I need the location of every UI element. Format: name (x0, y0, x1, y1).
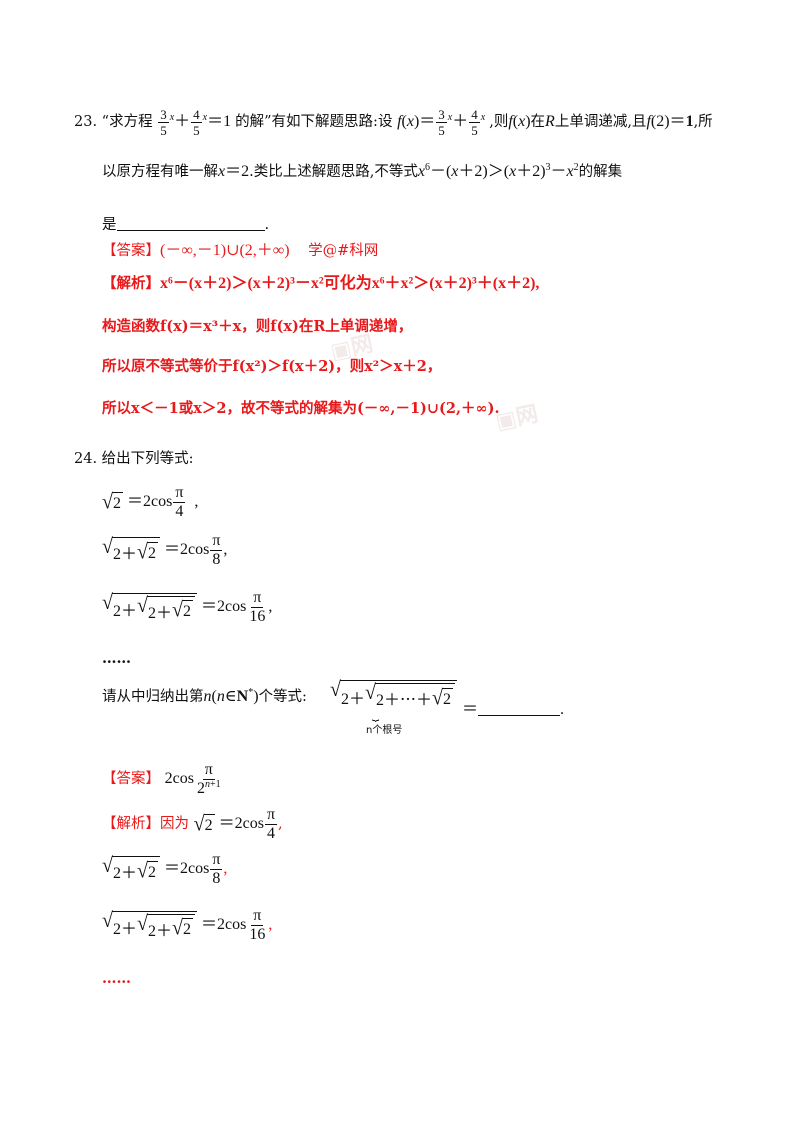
q23-line3: 是. (102, 216, 270, 233)
q23-analysis-line3: 所以原不等式等价于f(x²)＞f(x＋2)，则x²＞x＋2， (102, 358, 442, 375)
analysis-tag: 【解析】 (102, 275, 160, 292)
q23-answer: 【答案】(－∞,－1)∪(2,＋∞) 学@#科网 (102, 242, 379, 259)
q24-dots: …… (102, 650, 131, 667)
q23-analysis-line2: 构造函数f(x)＝x³＋x，则f(x)在R上单调递增， (102, 318, 413, 335)
answer-blank (116, 216, 265, 231)
q24-blank-line: ＝. (462, 701, 565, 718)
source-watermark: 学@#科网 (308, 243, 379, 259)
q24-general-term: √2＋√2＋⋯＋√2 (330, 679, 457, 710)
q24-ask: 请从中归纳出第n(n∈N*)个等式: (102, 687, 307, 706)
answer-tag: 【答案】 (102, 771, 160, 788)
analysis-tag: 【解析】 (102, 816, 160, 833)
q24-number: 24. (74, 451, 98, 467)
q23-analysis-line1: 【解析】x⁶－(x＋2)＞(x＋2)³－x²可化为x⁶＋x²＞(x＋2)³＋(x… (102, 275, 540, 292)
q24-analysis-dots: …… (102, 970, 131, 987)
q24-underbrace: ⏟ (372, 707, 380, 721)
q23-line2: 以原方程有唯一解x＝2.类比上述解题思路,不等式x6－(x＋2)＞(x＋2)3－… (102, 162, 623, 181)
answer-tag: 【答案】 (102, 243, 160, 259)
q23-number: 23. (74, 114, 98, 131)
answer-blank (478, 701, 561, 716)
q24-underbrace-label: n个根号 (366, 725, 403, 736)
q23-analysis-line4: 所以x＜－1或x＞2，故不等式的解集为(－∞,－1)∪(2,＋∞). (102, 400, 500, 417)
q24-intro: 24. 给出下列等式: (74, 451, 194, 467)
